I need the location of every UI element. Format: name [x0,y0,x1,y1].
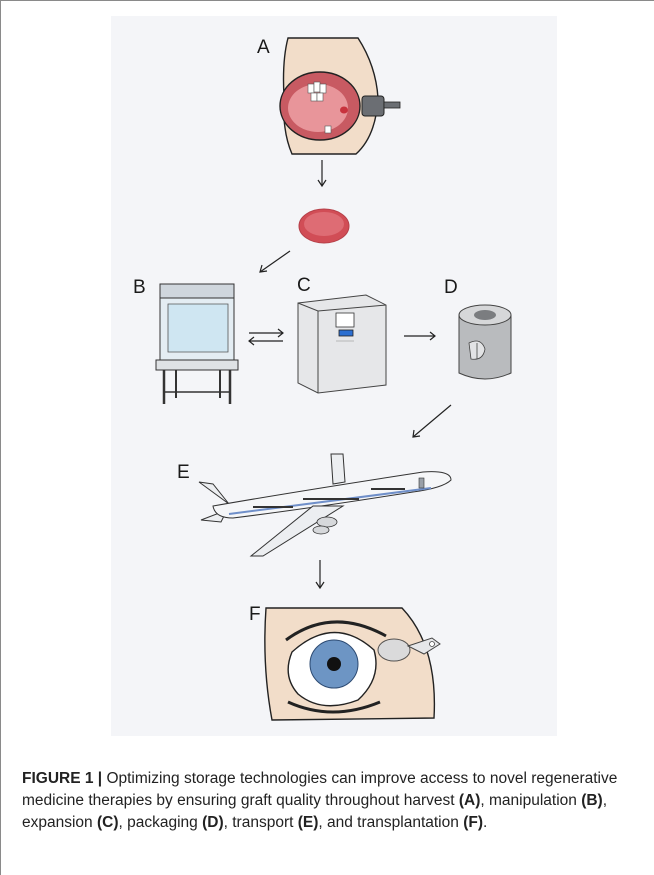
page-border-left [0,0,1,875]
caption-text: , packaging [119,814,203,831]
arrow-manipulation-expansion [247,328,285,346]
caption-ref-b: (B) [581,792,603,809]
arrow-harvest-to-tissue [316,160,328,188]
eye-transplant-illustration [262,606,452,722]
panel-label-f: F [249,604,261,626]
biosafety-cabinet-illustration [150,282,240,408]
panel-label-b: B [133,277,146,299]
caption-text: , and transplantation [318,814,463,831]
caption-ref-c: (C) [97,814,119,831]
oral-harvest-illustration [278,36,408,156]
caption-ref-d: (D) [202,814,224,831]
panel-label-d: D [444,277,458,299]
tissue-graft-icon [297,207,351,245]
airplane-illustration [193,452,455,558]
caption-ref-a: (A) [459,792,481,809]
arrow-transport-to-transplantation [314,560,326,590]
caption-ref-f: (F) [463,814,483,831]
caption-text: . [483,814,487,831]
packaging-container-illustration [455,303,515,385]
arrow-tissue-to-manipulation [258,250,292,274]
panel-label-a: A [257,37,270,59]
page-border-top [0,0,654,1]
caption-label: FIGURE 1 | [22,770,102,787]
caption-text: , transport [224,814,298,831]
arrow-packaging-to-transport [411,404,453,440]
panel-label-e: E [177,462,190,484]
figure-caption: FIGURE 1 | Optimizing storage technologi… [22,768,642,834]
incubator-illustration [296,293,388,395]
caption-text: , manipulation [480,792,581,809]
arrow-expansion-to-packaging [403,330,437,342]
caption-ref-e: (E) [298,814,319,831]
